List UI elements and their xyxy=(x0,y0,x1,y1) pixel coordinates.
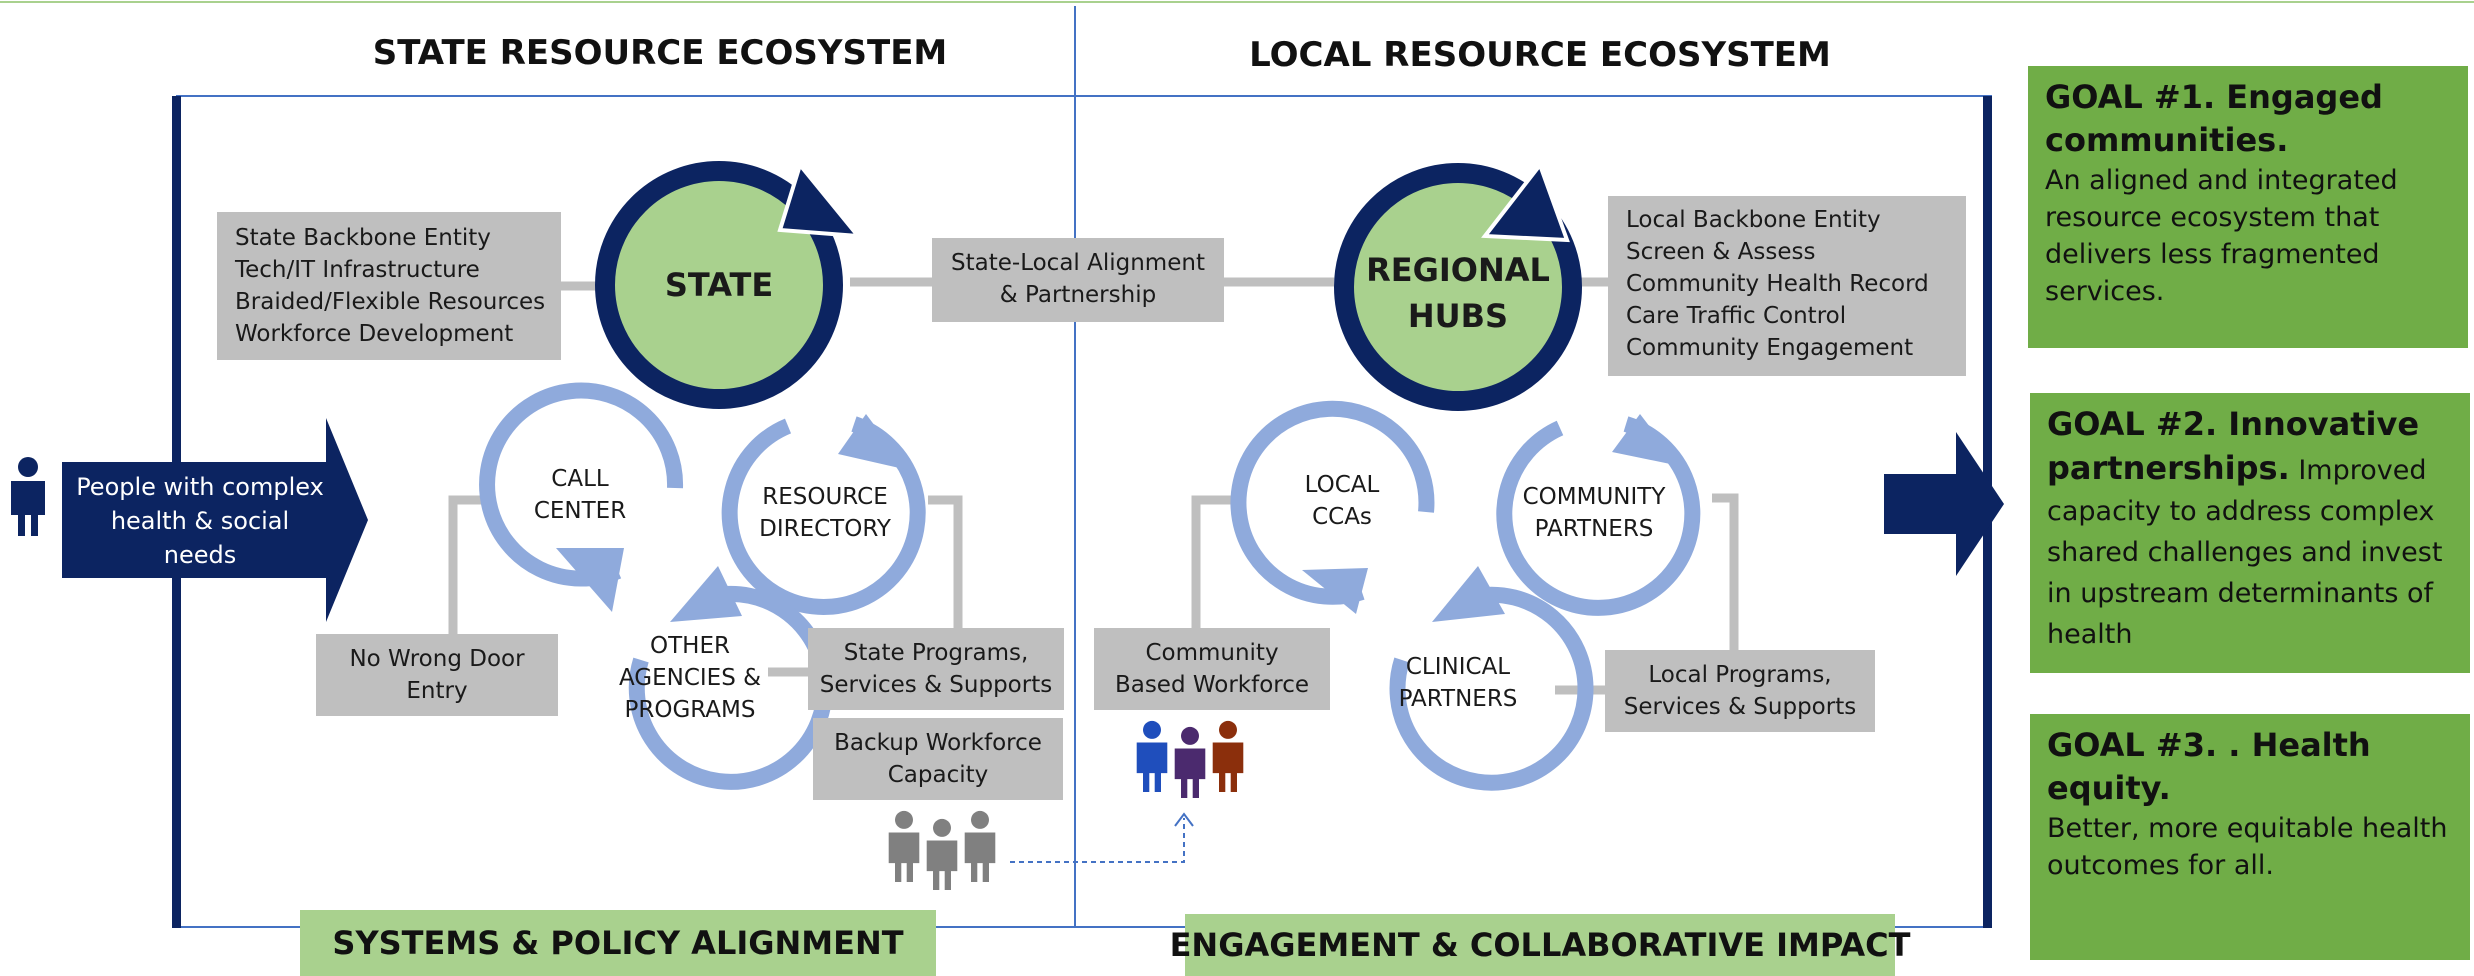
diverse-people-icon xyxy=(1136,720,1244,798)
systems-policy-alignment-bar: SYSTEMS & POLICY ALIGNMENT xyxy=(300,910,936,976)
engagement-impact-bar: ENGAGEMENT & COLLABORATIVE IMPACT xyxy=(1170,914,1910,976)
cycle-arrowheads xyxy=(556,414,1680,622)
clinical-partners-label: CLINICAL PARTNERS xyxy=(1398,654,1518,712)
state-programs-box: State Programs, Services & Supports xyxy=(808,628,1064,710)
regional-hubs-cycle-icon xyxy=(1334,160,1582,411)
resource-directory-label: RESOURCE DIRECTORY xyxy=(759,484,891,542)
state-local-alignment-box: State-Local Alignment & Partnership xyxy=(932,238,1224,322)
community-partners-cycle xyxy=(1496,416,1701,616)
people-arrow-label: People with complex health & social need… xyxy=(76,473,324,569)
goal-2-card: GOAL #2. Innovative partnerships. Improv… xyxy=(2030,393,2470,673)
right-arrow-icon xyxy=(1884,432,2004,576)
local-functions-box: Local Backbone Entity Screen & Assess Co… xyxy=(1608,196,1966,376)
local-ecosystem-title: LOCAL RESOURCE ECOSYSTEM xyxy=(1249,35,1831,75)
worker-group-icon xyxy=(888,810,996,890)
goal-2-paragraph: GOAL #2. Innovative partnerships. Improv… xyxy=(2047,403,2453,655)
person-icon xyxy=(11,457,45,536)
community-partners-label: COMMUNITY PARTNERS xyxy=(1522,484,1666,542)
local-ccas-cycle xyxy=(1230,400,1435,605)
state-ecosystem-title: STATE RESOURCE ECOSYSTEM xyxy=(372,33,948,73)
cycle-arrow-icons xyxy=(479,382,1701,791)
workforce-link-arrow xyxy=(1010,812,1194,863)
call-center-label: CALL CENTER xyxy=(533,466,627,524)
community-workforce-box: Community Based Workforce xyxy=(1094,628,1330,710)
goal-2-title: GOAL #2. Innovative partnerships. xyxy=(2047,405,2420,487)
regional-hubs-label: REGIONAL HUBS xyxy=(1366,251,1550,335)
call-center-cycle xyxy=(479,382,684,587)
clinical-partners-cycle xyxy=(1389,586,1594,791)
people-arrow-icon xyxy=(62,418,368,622)
goal-1-title: GOAL #1. Engaged communities. xyxy=(2045,78,2383,159)
local-programs-box: Local Programs, Services & Supports xyxy=(1605,650,1875,732)
local-ccas-label: LOCAL CCAs xyxy=(1304,472,1380,530)
backup-workforce-box: Backup Workforce Capacity xyxy=(813,718,1063,800)
goal-1-card: GOAL #1. Engaged communities. An aligned… xyxy=(2028,66,2468,348)
main-frame xyxy=(172,6,1992,928)
state-node-label: STATE xyxy=(664,266,774,304)
goal-3-card: GOAL #3. . Health equity. Better, more e… xyxy=(2030,714,2470,960)
goal-3-text: Better, more equitable health outcomes f… xyxy=(2047,813,2448,881)
no-wrong-door-box: No Wrong Door Entry xyxy=(316,634,558,716)
state-functions-box: State Backbone Entity Tech/IT Infrastruc… xyxy=(217,212,561,360)
other-agencies-cycle xyxy=(628,585,833,790)
goal-2-text: Improved capacity to address complex sha… xyxy=(2047,455,2443,650)
resource-directory-cycle xyxy=(721,416,926,615)
other-agencies-label: OTHER AGENCIES & PROGRAMS xyxy=(618,633,762,723)
connector-lines xyxy=(448,277,1739,695)
goal-1-text: An aligned and integrated resource ecosy… xyxy=(2045,165,2398,307)
goal-3-title: GOAL #3. . Health equity. xyxy=(2047,726,2371,807)
state-cycle-icon xyxy=(595,160,863,409)
